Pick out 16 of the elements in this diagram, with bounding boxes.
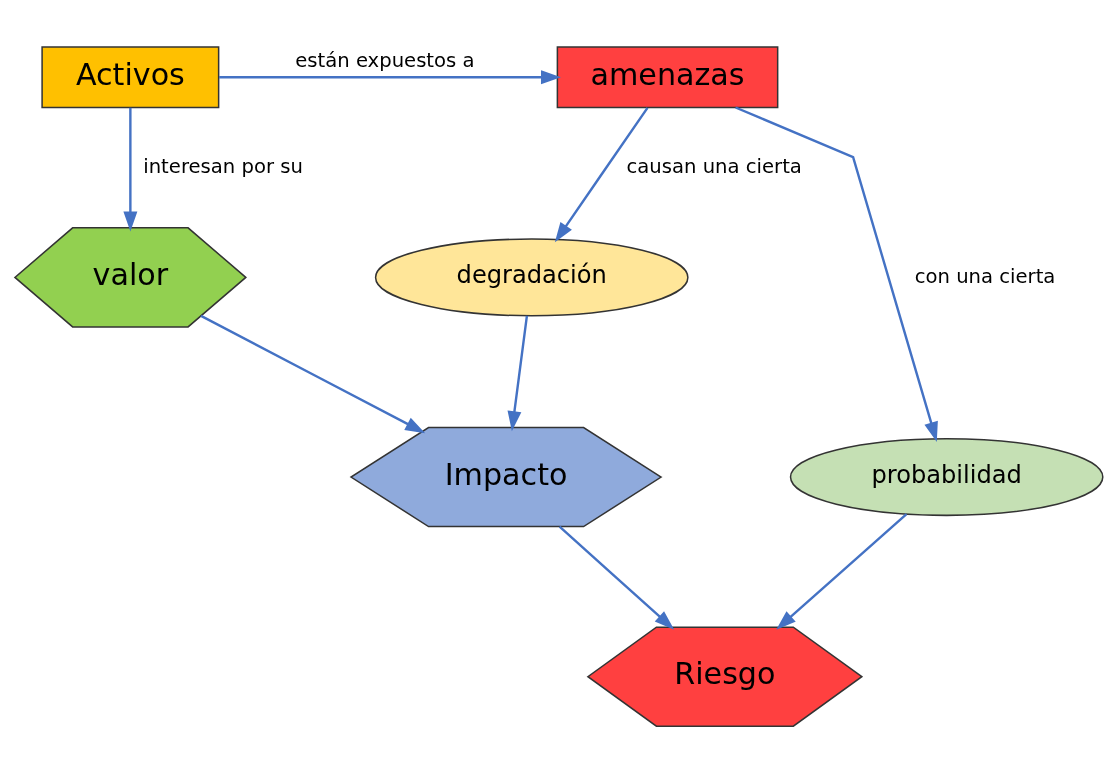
edge-label: interesan por su	[143, 154, 303, 178]
node-ellipse: probabilidad	[789, 437, 1104, 516]
node-box: amenazas	[556, 45, 779, 108]
arrow	[776, 512, 908, 630]
arrow	[558, 525, 675, 630]
arrow	[123, 107, 138, 232]
arrow	[735, 105, 938, 442]
edge-label: están expuestos a	[295, 48, 475, 72]
arrow	[507, 315, 529, 431]
edge-label: con una cierta	[914, 264, 1056, 288]
arrow	[554, 106, 649, 242]
node-box: Activos	[41, 45, 220, 108]
edge-label: causan una cierta	[626, 154, 802, 178]
arrow	[219, 69, 561, 84]
arrow	[200, 314, 426, 433]
node-ellipse: degradación	[374, 237, 689, 316]
